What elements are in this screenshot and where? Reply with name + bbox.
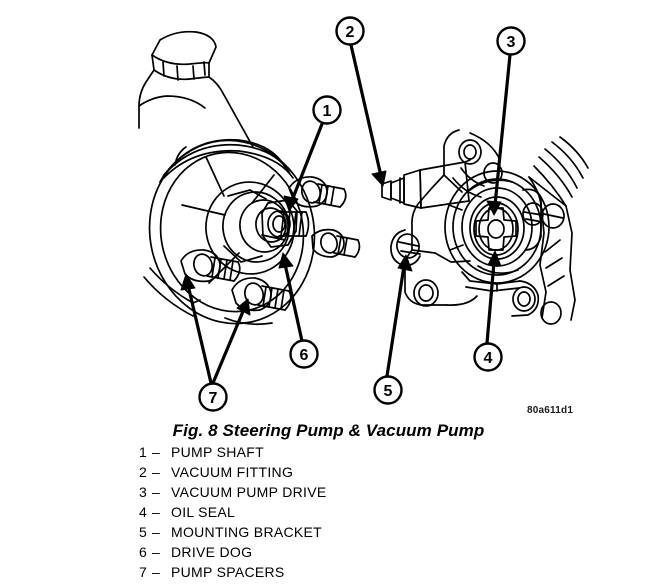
legend-number: 7 <box>139 564 148 580</box>
pump-spacer-lower-left <box>180 249 241 283</box>
legend-item: 4 – OIL SEAL <box>139 504 559 524</box>
callout-3[interactable]: 3 <box>496 26 526 56</box>
vacuum-pump-assembly <box>381 129 589 325</box>
legend-item: 2 – VACUUM FITTING <box>139 464 559 484</box>
callout-bubbles: 1 2 3 4 5 <box>198 16 526 412</box>
legend-separator: – <box>152 524 161 540</box>
leader-6 <box>278 252 304 343</box>
legend-item: 1 – PUMP SHAFT <box>139 444 559 464</box>
callout-3-number: 3 <box>507 34 516 51</box>
legend-item: 7 – PUMP SPACERS <box>139 564 559 584</box>
vacuum-pump-drive <box>475 207 517 251</box>
legend-separator: – <box>152 444 161 460</box>
legend-separator: – <box>152 544 161 560</box>
engine-block-edge <box>528 136 589 325</box>
callout-2-number: 2 <box>346 24 355 41</box>
legend-label: PUMP SPACERS <box>171 564 285 580</box>
reservoir-body <box>138 69 254 148</box>
callout-1[interactable]: 1 <box>312 95 342 125</box>
vacuum-fitting <box>381 159 471 209</box>
legend-number: 1 <box>139 444 148 460</box>
legend-number: 3 <box>139 484 148 500</box>
callout-leaders <box>180 43 512 385</box>
legend-label: OIL SEAL <box>171 504 236 520</box>
pump-mount-pad-right <box>511 188 544 317</box>
legend-item: 3 – VACUUM PUMP DRIVE <box>139 484 559 504</box>
figure-legend: 1 – PUMP SHAFT 2 – VACUUM FITTING 3 – VA… <box>139 444 559 584</box>
legend-number: 5 <box>139 524 148 540</box>
pump-lower-hose <box>143 267 273 326</box>
legend-number: 4 <box>139 504 148 520</box>
legend-separator: – <box>152 484 161 500</box>
callout-1-number: 1 <box>323 103 332 120</box>
callout-7-number: 7 <box>209 390 218 407</box>
legend-separator: – <box>152 464 161 480</box>
callout-2[interactable]: 2 <box>335 16 365 46</box>
legend-label: VACUUM PUMP DRIVE <box>171 484 327 500</box>
leader-4 <box>485 250 502 345</box>
legend-number: 6 <box>139 544 148 560</box>
pump-shaft <box>278 211 310 237</box>
callout-6-number: 6 <box>300 347 309 364</box>
legend-separator: – <box>152 564 161 580</box>
legend-separator: – <box>152 504 161 520</box>
pump-spacer-upper <box>288 176 347 208</box>
legend-label: VACUUM FITTING <box>171 464 294 480</box>
legend-number: 2 <box>139 464 148 480</box>
callout-5[interactable]: 5 <box>373 375 403 405</box>
callout-6[interactable]: 6 <box>289 339 319 369</box>
callout-5-number: 5 <box>384 383 393 400</box>
leader-1 <box>283 122 324 212</box>
leader-7 <box>180 273 251 385</box>
callout-7[interactable]: 7 <box>198 382 228 412</box>
legend-label: PUMP SHAFT <box>171 444 264 460</box>
callout-4[interactable]: 4 <box>473 342 503 372</box>
figure-caption: Fig. 8 Steering Pump & Vacuum Pump <box>172 421 485 440</box>
pump-stud-right <box>311 228 361 258</box>
reservoir-cap-icon <box>151 30 217 81</box>
legend-item: 6 – DRIVE DOG <box>139 544 559 564</box>
legend-item: 5 – MOUNTING BRACKET <box>139 524 559 544</box>
leader-5 <box>385 254 413 378</box>
figure-svg: 1 2 3 4 5 <box>0 0 657 418</box>
figure-id-code: 80a611d1 <box>527 405 574 416</box>
callout-4-number: 4 <box>484 350 493 367</box>
technical-illustration: 1 2 3 4 5 <box>0 0 657 418</box>
legend-label: DRIVE DOG <box>171 544 253 560</box>
legend-label: MOUNTING BRACKET <box>171 524 323 540</box>
leader-2 <box>349 43 387 187</box>
figure-background <box>0 0 657 418</box>
leader-3 <box>486 53 512 216</box>
